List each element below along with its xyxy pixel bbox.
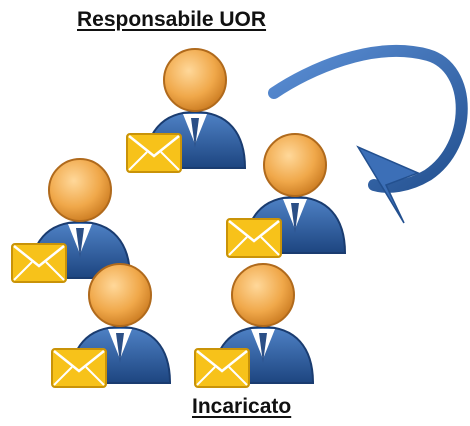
user-top — [125, 40, 265, 175]
envelope-icon — [226, 218, 282, 258]
user-mid-left — [10, 150, 150, 285]
title-responsabile-uor: Responsabile UOR — [77, 8, 267, 31]
envelope-icon — [126, 133, 182, 173]
person-icon — [28, 158, 132, 279]
user-bottom-right — [193, 255, 333, 390]
envelope-icon — [51, 348, 107, 388]
title-incaricato: Incaricato — [192, 395, 292, 418]
user-mid-right — [225, 125, 365, 260]
curved-arrow-icon — [268, 45, 468, 224]
user-bottom-left — [50, 255, 190, 390]
person-icon — [243, 133, 347, 254]
envelope-icon — [11, 243, 67, 283]
envelope-icon — [194, 348, 250, 388]
